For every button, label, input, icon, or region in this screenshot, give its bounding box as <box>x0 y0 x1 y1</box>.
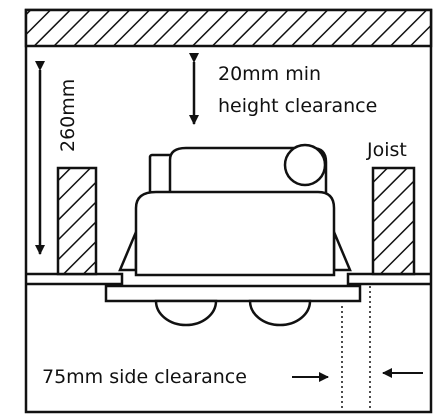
ceiling-slab <box>24 8 433 48</box>
bracket-left <box>118 231 138 272</box>
side-clearance-label: 75mm side clearance <box>42 366 247 388</box>
joist-label: Joist <box>366 139 407 161</box>
ceiling-board-left <box>26 272 124 286</box>
height-dimension-label: 260mm <box>57 79 79 152</box>
min-clearance-label-line1: 20mm min <box>218 63 321 85</box>
joist-left <box>56 166 98 276</box>
unit-drum-left <box>154 299 218 327</box>
unit-drum-right <box>248 299 312 327</box>
unit-ceiling-panel <box>104 284 362 303</box>
unit-motor <box>283 143 327 187</box>
ac-unit <box>104 143 362 327</box>
bracket-right <box>332 231 352 272</box>
min-clearance-label-line2: height clearance <box>218 95 377 117</box>
unit-main-body <box>134 190 336 277</box>
joist-right <box>371 166 416 276</box>
ceiling-board-right <box>346 272 431 286</box>
